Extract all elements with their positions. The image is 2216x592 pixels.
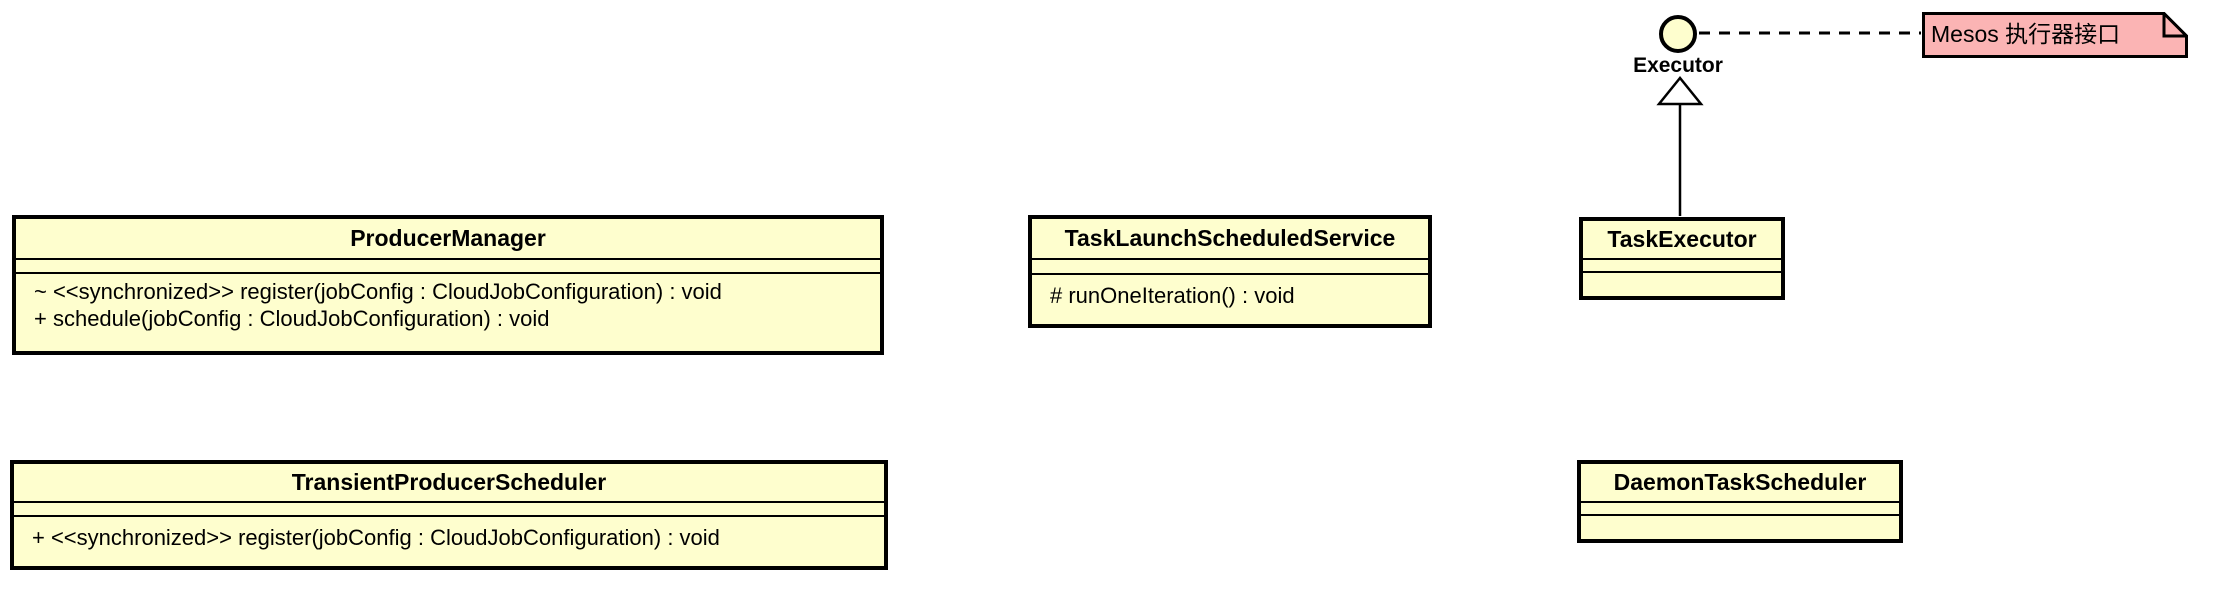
class-title-task-executor: TaskExecutor [1583,221,1781,260]
note-mesos-executor-interface: Mesos 执行器接口 [1922,12,2188,58]
class-methods-daemon-task-scheduler [1581,516,1899,520]
class-methods-task-executor [1583,273,1781,277]
class-fields-transient-producer-scheduler [14,503,884,517]
class-methods-producer-manager: ~ <<synchronized>> register(jobConfig : … [16,274,880,332]
class-methods-transient-producer-scheduler: + <<synchronized>> register(jobConfig : … [14,517,884,551]
interface-lollipop-circle [1659,15,1697,53]
note-body [1922,12,2188,58]
method-register-synchronized-public: + <<synchronized>> register(jobConfig : … [32,525,720,550]
class-task-launch-scheduled-service: TaskLaunchScheduledService # runOneItera… [1028,215,1432,328]
method-schedule: + schedule(jobConfig : CloudJobConfigura… [34,306,550,331]
class-title-daemon-task-scheduler: DaemonTaskScheduler [1581,464,1899,503]
class-fields-producer-manager [16,260,880,274]
class-daemon-task-scheduler: DaemonTaskScheduler [1577,460,1903,543]
class-transient-producer-scheduler: TransientProducerScheduler + <<synchroni… [10,460,888,570]
class-methods-task-launch-scheduled-service: # runOneIteration() : void [1032,275,1428,309]
note-text: Mesos 执行器接口 [1931,21,2121,47]
class-task-executor: TaskExecutor [1579,217,1785,300]
interface-label: Executor [1633,54,1723,77]
note-shape [1922,12,2188,58]
class-producer-manager: ProducerManager ~ <<synchronized>> regis… [12,215,884,355]
class-fields-task-launch-scheduled-service [1032,260,1428,275]
class-title-producer-manager: ProducerManager [16,219,880,260]
method-run-one-iteration: # runOneIteration() : void [1050,283,1295,308]
class-fields-daemon-task-scheduler [1581,503,1899,516]
method-register-synchronized: ~ <<synchronized>> register(jobConfig : … [34,279,722,304]
class-title-transient-producer-scheduler: TransientProducerScheduler [14,464,884,503]
note-fold-corner [2162,12,2188,38]
realization-triangle-arrow [1656,76,1704,106]
class-title-task-launch-scheduled-service: TaskLaunchScheduledService [1032,219,1428,260]
class-fields-task-executor [1583,260,1781,273]
